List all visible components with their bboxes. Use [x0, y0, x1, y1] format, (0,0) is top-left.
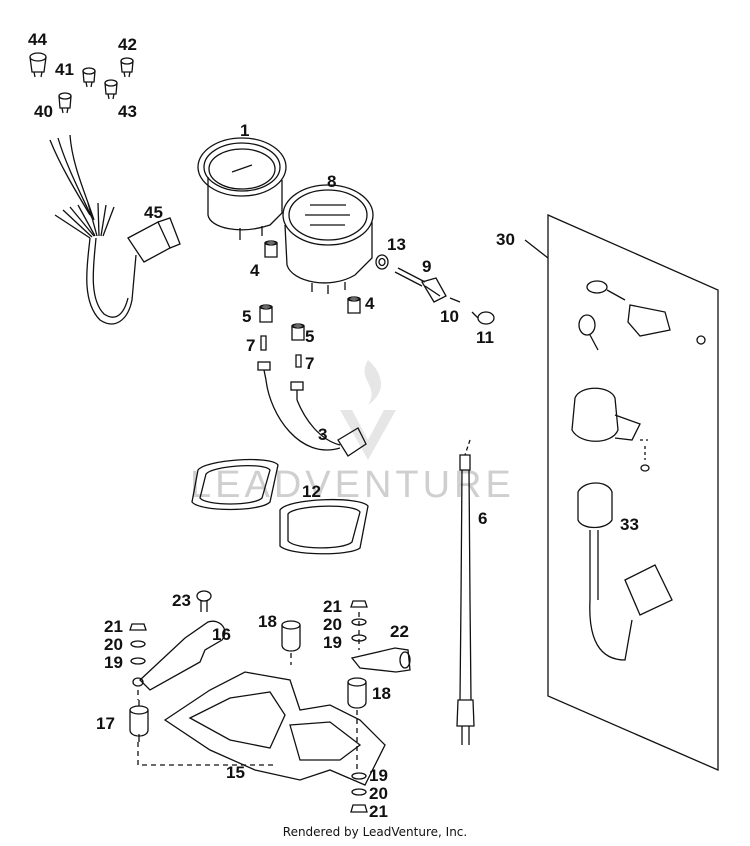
- ignition-switch-assembly: [571, 280, 706, 661]
- gauge-1: [197, 137, 287, 240]
- watermark-text: LEADVENTURE: [190, 464, 515, 506]
- rubber-mount-17: [129, 700, 149, 742]
- indicator-lamp-44: [29, 52, 47, 78]
- callout-19c: 19: [369, 766, 388, 785]
- callout-11: 11: [476, 328, 494, 347]
- spacer-4b: [347, 296, 361, 314]
- gauge-8: [282, 184, 374, 294]
- alignment-lines: [137, 612, 360, 770]
- footer-credit: Rendered by LeadVenture, Inc.: [282, 825, 468, 839]
- indicator-lamp-41: [82, 67, 96, 88]
- indicator-lamp-42: [120, 57, 134, 78]
- callout-10: 10: [440, 307, 459, 326]
- callout-44: 44: [28, 30, 47, 49]
- callout-20b: 20: [323, 615, 342, 634]
- callout-22: 22: [390, 622, 409, 641]
- callout-18a: 18: [258, 612, 277, 631]
- spacer-4a: [264, 240, 278, 258]
- fastener-stack-bottom: [350, 772, 368, 813]
- ignition-panel-30: [524, 214, 719, 771]
- callout-21c: 21: [369, 802, 388, 821]
- callout-20a: 20: [104, 635, 123, 654]
- callouts: 44 42 41 40 43 45 1 8 4 4 13 9 10 11 5 5…: [28, 30, 639, 821]
- callout-20c: 20: [369, 784, 388, 803]
- fastener-stack-left: [129, 623, 147, 665]
- callout-7b: 7: [305, 354, 314, 373]
- bulb-socket-5b: [291, 323, 305, 341]
- leadventure-watermark: LEADVENTURE: [190, 360, 515, 506]
- callout-17: 17: [96, 714, 115, 733]
- mount-plate-15: [163, 671, 386, 786]
- callout-21b: 21: [323, 597, 342, 616]
- bracket-16: [132, 620, 226, 691]
- ring-12b: [279, 498, 369, 555]
- callout-3: 3: [318, 425, 327, 444]
- callout-6: 6: [478, 509, 487, 528]
- callout-1: 1: [240, 121, 249, 140]
- callout-8: 8: [327, 172, 336, 191]
- washer-13: [375, 254, 389, 270]
- callout-45: 45: [144, 203, 163, 222]
- callout-4a: 4: [250, 261, 260, 280]
- callout-18b: 18: [372, 684, 391, 703]
- pin-10: [449, 297, 461, 303]
- bolt-23: [196, 590, 212, 612]
- callout-19a: 19: [104, 653, 123, 672]
- callout-21a: 21: [104, 617, 123, 636]
- ring-12a: [191, 458, 279, 511]
- indicator-lamp-40: [58, 92, 72, 114]
- callout-5b: 5: [305, 327, 314, 346]
- wiring-harness-45: [49, 134, 181, 325]
- callout-16: 16: [212, 625, 231, 644]
- callout-5a: 5: [242, 307, 251, 326]
- rubber-mount-18b: [347, 677, 367, 709]
- bulb-7b: [295, 354, 302, 368]
- callout-7a: 7: [246, 336, 255, 355]
- speedo-cable-6: [456, 439, 475, 745]
- callout-41: 41: [55, 60, 74, 79]
- callout-12: 12: [302, 482, 321, 501]
- callout-42: 42: [118, 35, 137, 54]
- callout-33: 33: [620, 515, 639, 534]
- callout-40: 40: [34, 102, 53, 121]
- callout-23: 23: [172, 591, 191, 610]
- cap-11: [471, 311, 495, 325]
- cable-3: [257, 361, 367, 457]
- bulb-7a: [260, 335, 267, 351]
- indicator-lamp-43: [104, 79, 118, 100]
- callout-30: 30: [496, 230, 515, 249]
- callout-43: 43: [118, 102, 137, 121]
- callout-4b: 4: [365, 294, 375, 313]
- bulb-socket-5a: [259, 304, 273, 323]
- callout-13: 13: [387, 235, 406, 254]
- drive-adapter-9: [394, 267, 447, 303]
- callout-15: 15: [226, 763, 245, 782]
- rubber-mount-18a: [281, 620, 301, 652]
- callout-9: 9: [422, 257, 431, 276]
- bracket-22: [350, 647, 411, 673]
- callout-19b: 19: [323, 633, 342, 652]
